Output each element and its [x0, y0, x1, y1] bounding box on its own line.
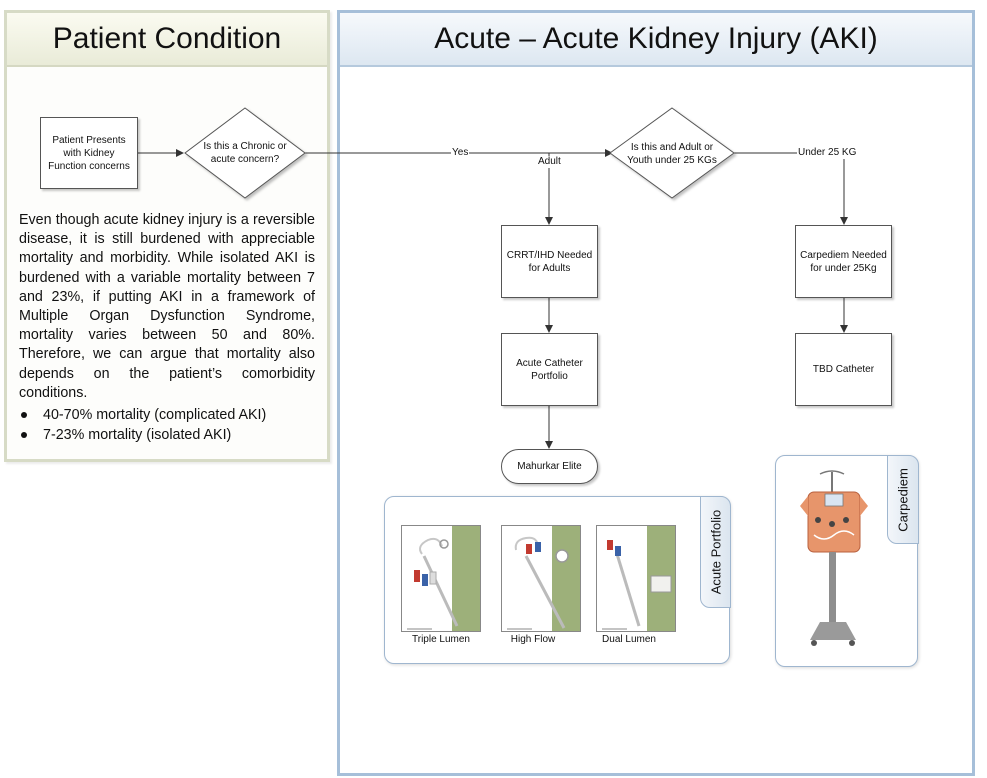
mahurkar-elite-terminator: Mahurkar Elite [501, 449, 598, 484]
patient-condition-title: Patient Condition [7, 13, 327, 67]
dual-lumen-caption: Dual Lumen [602, 634, 656, 645]
decision-adult-youth-label: Is this and Adult or Youth under 25 KGs [627, 142, 717, 166]
edge-label-adult: Adult [537, 156, 562, 168]
triple-lumen-image [401, 525, 481, 632]
decision-chronic-acute-shape [184, 107, 306, 199]
aki-description: Even though acute kidney injury is a rev… [19, 212, 315, 401]
product-backdrop [451, 526, 480, 631]
acute-catheter-box: Acute Catheter Portfolio [501, 333, 598, 406]
dual-lumen-image [596, 525, 676, 632]
high-flow-image [501, 525, 581, 632]
bullet-item: 40-70% mortality (complicated AKI) [19, 405, 319, 425]
dual-lumen-catheter-icon [602, 540, 672, 630]
carpediem-tab-label: Carpediem [895, 467, 911, 532]
edge-label-yes: Yes [451, 147, 470, 159]
patient-condition-panel: Patient Condition [4, 10, 330, 462]
bullet-text: 40-70% mortality (complicated AKI) [43, 407, 267, 423]
mortality-bullets: 40-70% mortality (complicated AKI) 7-23%… [19, 405, 319, 445]
acute-portfolio-tab: Acute Portfolio [700, 496, 731, 608]
connector-adult [545, 152, 612, 225]
edge-label-under-25: Under 25 KG [797, 147, 858, 159]
decision-chronic-acute-label: Is this a Chronic or acute concern? [203, 141, 287, 165]
high-flow-catheter-icon [507, 536, 569, 630]
bullet-text: 7-23% mortality (isolated AKI) [43, 427, 232, 443]
triple-lumen-caption: Triple Lumen [412, 634, 470, 645]
patient-presents-box: Patient Presents with Kidney Function co… [40, 117, 138, 189]
carpediem-container: Carpediem [775, 455, 919, 667]
carpediem-needed-box: Carpediem Needed for under 25Kg [795, 225, 892, 298]
bullet-item: 7-23% mortality (isolated AKI) [19, 425, 319, 445]
carpediem-tab: Carpediem [887, 455, 919, 544]
crrt-needed-box: CRRT/IHD Needed for Adults [501, 225, 598, 298]
high-flow-caption: High Flow [510, 634, 556, 645]
tbd-catheter-box: TBD Catheter [795, 333, 892, 406]
decision-adult-youth-shape [609, 107, 735, 199]
connector-under-25 [734, 152, 848, 225]
bullet-dot-icon [21, 432, 27, 438]
triple-lumen-catheter-icon [407, 537, 459, 630]
acute-portfolio-tab-label: Acute Portfolio [708, 509, 723, 595]
acute-aki-title: Acute – Acute Kidney Injury (AKI) [340, 13, 972, 67]
bullet-dot-icon [21, 412, 27, 418]
